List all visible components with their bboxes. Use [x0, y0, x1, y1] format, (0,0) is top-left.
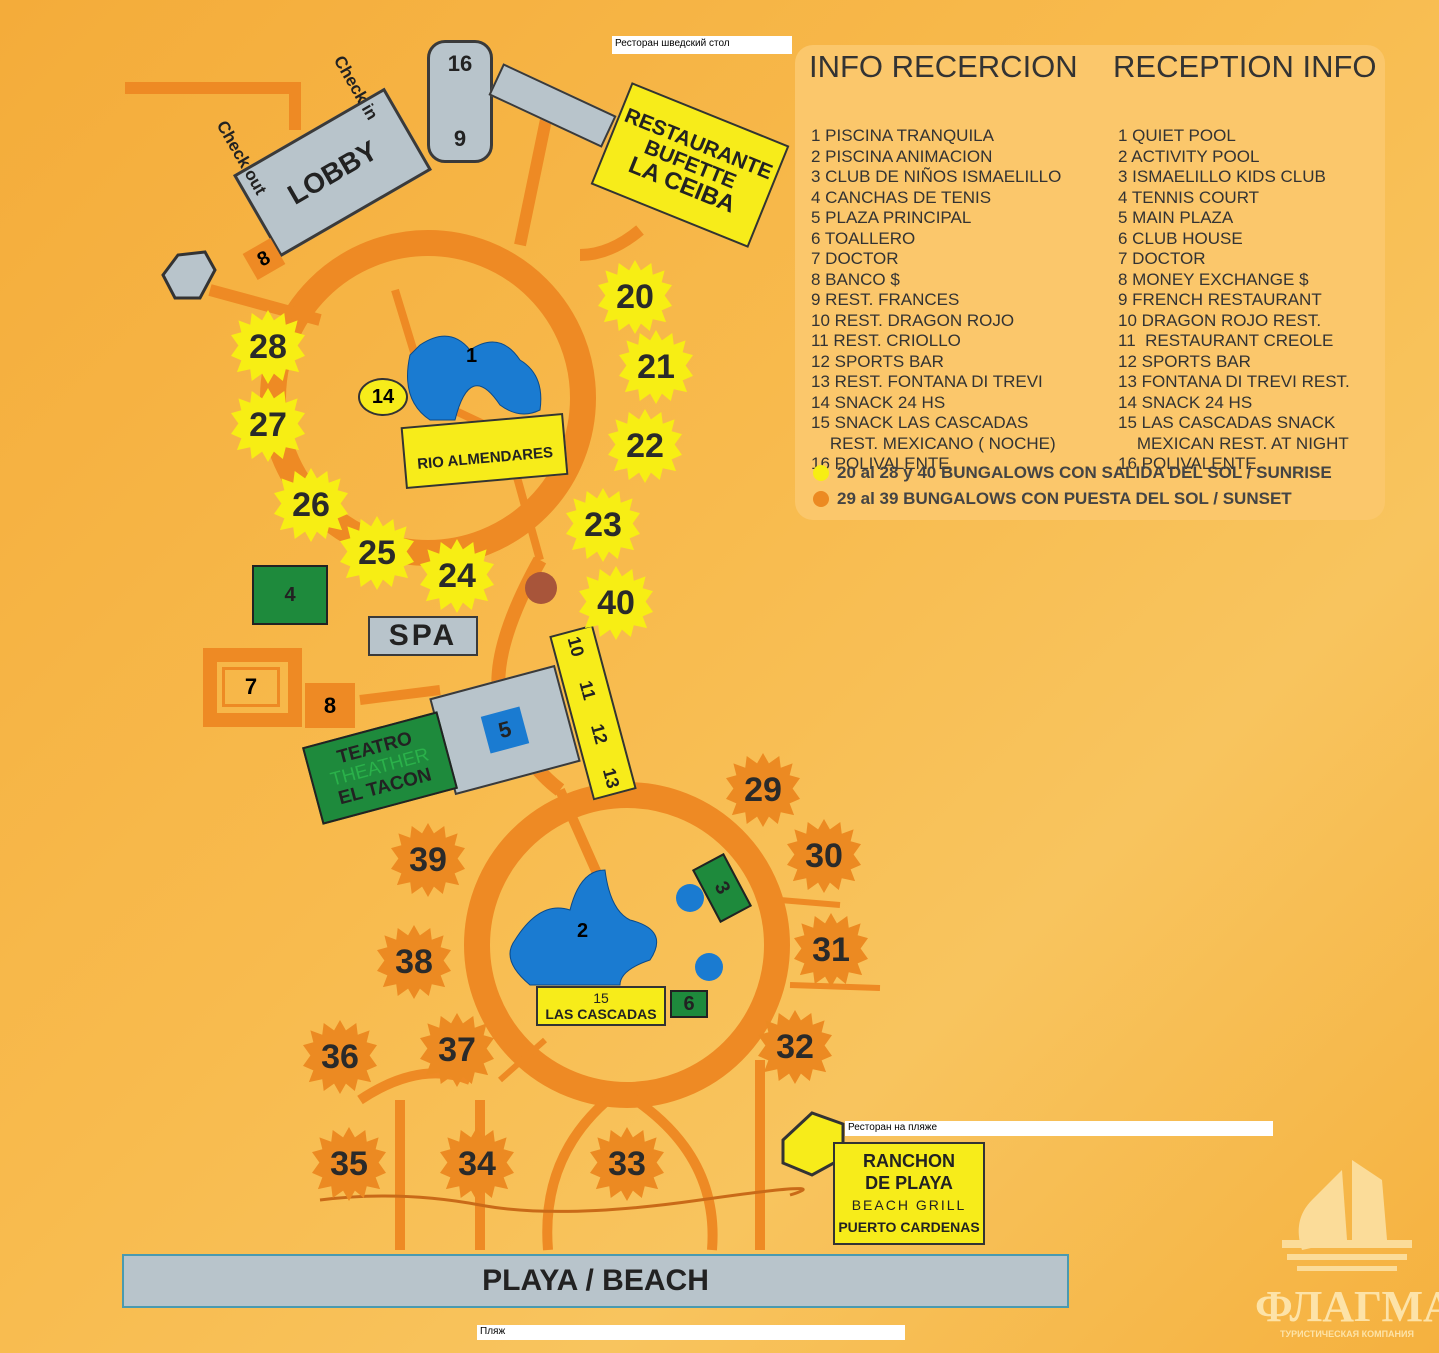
- bungalow-sunrise: 28: [231, 310, 305, 384]
- legend-title-es: INFO RECERCION: [809, 49, 1078, 84]
- legend-item: 14 SNACK 24 HS: [811, 392, 946, 412]
- legend-title-en: RECEPTION INFO: [1113, 49, 1377, 84]
- las-cascadas-snack: 15 LAS CASCADAS: [536, 986, 666, 1026]
- legend-item: 12 SPORTS BAR: [1118, 351, 1251, 371]
- restaurant-number: 11: [575, 678, 600, 703]
- bank-building: 8: [305, 683, 355, 728]
- ship-icon: [1282, 1160, 1412, 1271]
- legend-item: 2 ACTIVITY POOL: [1118, 146, 1260, 166]
- legend-sunrise-key: 20 al 28 y 40 BUNGALOWS CON SALIDA DEL S…: [813, 463, 1332, 483]
- legend-item: 3 ISMAELILLO KIDS CLUB: [1118, 167, 1326, 186]
- ranchon-line: DE PLAYA: [865, 1172, 953, 1193]
- doctor-number: 7: [244, 674, 258, 699]
- legend-item: 3 CLUB DE NIÑOS ISMAELILLO: [811, 167, 1062, 186]
- ranchon-line: PUERTO CARDENAS: [838, 1218, 980, 1235]
- tennis-courts: 4: [252, 565, 328, 625]
- legend-item: 11 REST. CRIOLLO: [811, 331, 961, 350]
- legend-item: 8 MONEY EXCHANGE $: [1118, 269, 1309, 289]
- legend-item: 7 DOCTOR: [811, 249, 899, 268]
- ranchon-line: RANCHON: [863, 1150, 955, 1171]
- kids-club-number: 3: [710, 877, 735, 898]
- legend-item: 15 LAS CASCADAS SNACK: [1118, 413, 1336, 432]
- restaurant-number: 10: [563, 634, 589, 659]
- kids-pool-2: [695, 953, 723, 981]
- annotation-beach: Пляж: [477, 1325, 905, 1340]
- snack-24-marker: 14: [358, 378, 408, 416]
- main-plaza-square: 5: [480, 706, 530, 754]
- cascadas-label: LAS CASCADAS: [545, 1006, 657, 1022]
- plaza-number: 5: [495, 715, 515, 744]
- activity-pool-number: 2: [577, 920, 589, 942]
- legend-item: 16 POLIVALENTE: [1118, 454, 1257, 473]
- legend-item: 6 TOALLERO: [811, 228, 916, 248]
- legend-item: 8 BANCO $: [811, 269, 900, 289]
- legend-item: 4 TENNIS COURT: [1118, 187, 1260, 207]
- legend-panel: INFO RECERCION RECEPTION INFO 1 PISCINA …: [795, 45, 1385, 520]
- sunrise-key-label: 20 al 28 y 40 BUNGALOWS CON SALIDA DEL S…: [837, 463, 1332, 482]
- beach-strip: PLAYA / BEACH: [122, 1254, 1069, 1308]
- legend-item: 12 SPORTS BAR: [811, 351, 944, 371]
- beach-label: PLAYA / BEACH: [482, 1264, 709, 1297]
- annotation-buffet: Ресторан шведский стол: [612, 36, 792, 54]
- legend-item: 13 FONTANA DI TREVI REST.: [1118, 372, 1350, 391]
- restaurant-number: 13: [598, 765, 624, 791]
- legend-item: 15 SNACK LAS CASCADAS: [811, 413, 1029, 432]
- lobby-label: LOBBY: [282, 134, 383, 210]
- legend-item: 9 FRENCH RESTAURANT: [1118, 290, 1322, 309]
- doctor-building: 7: [222, 667, 280, 707]
- polivalente-building: 16 9: [427, 40, 493, 163]
- sunrise-swatch: [813, 465, 829, 481]
- polivalente-number: 16: [447, 51, 473, 76]
- annotation-beach-restaurant: Ресторан на пляже: [845, 1121, 1273, 1136]
- legend-item: 10 DRAGON ROJO REST.: [1118, 310, 1322, 330]
- club-house-number: 6: [683, 992, 695, 1015]
- legend-item: 7 DOCTOR: [1118, 249, 1206, 268]
- french-restaurant-number: 9: [453, 126, 467, 151]
- legend-item: 4 CANCHAS DE TENIS: [811, 187, 992, 207]
- club-house: 6: [670, 990, 708, 1018]
- ranchon-de-playa: RANCHON DE PLAYA BEACH GRILL PUERTO CARD…: [833, 1142, 985, 1245]
- legend-item: 14 SNACK 24 HS: [1118, 392, 1253, 412]
- legend-item: 9 REST. FRANCES: [811, 290, 960, 309]
- spa-label: SPA: [388, 619, 458, 652]
- quiet-pool: [407, 335, 542, 421]
- quiet-pool-number: 1: [466, 345, 478, 367]
- spa-building: SPA: [368, 616, 478, 656]
- logo-subtitle: ТУРИСТИЧЕСКАЯ КОМПАНИЯ: [1280, 1329, 1414, 1339]
- legend-item: 5 PLAZA PRINCIPAL: [811, 208, 972, 227]
- sunset-key-label: 29 al 39 BUNGALOWS CON PUESTA DEL SOL / …: [837, 489, 1292, 508]
- kids-pool: [676, 884, 704, 912]
- legend-item: 6 CLUB HOUSE: [1118, 228, 1243, 248]
- legend-item: 1 QUIET POOL: [1118, 126, 1236, 145]
- junction-marker: [525, 572, 557, 604]
- legend-item: MEXICAN REST. AT NIGHT: [1118, 433, 1349, 453]
- legend-item: 13 REST. FONTANA DI TREVI: [811, 372, 1043, 391]
- restaurant-number: 12: [587, 721, 612, 747]
- flagman-logo: ФЛАГМАН ТУРИСТИЧЕСКАЯ КОМПАНИЯ: [1255, 1150, 1439, 1353]
- activity-pool: [509, 869, 658, 986]
- sunset-swatch: [813, 491, 829, 507]
- cascadas-number: 15: [593, 990, 609, 1006]
- legend-item: REST. MEXICANO ( NOCHE): [811, 433, 1056, 453]
- legend-item: 5 MAIN PLAZA: [1118, 208, 1234, 227]
- legend-item: 2 PISCINA ANIMACION: [811, 146, 993, 166]
- logo-name: ФЛАГМАН: [1255, 1282, 1439, 1331]
- rio-label: RIO ALMENDARES: [416, 443, 554, 473]
- legend-sunset-key: 29 al 39 BUNGALOWS CON PUESTA DEL SOL / …: [813, 489, 1292, 509]
- tennis-number: 4: [284, 583, 296, 606]
- legend-item: 11 RESTAURANT CREOLE: [1118, 331, 1334, 350]
- ranchon-line: BEACH GRILL: [851, 1196, 967, 1213]
- legend-item: 1 PISCINA TRANQUILA: [811, 126, 994, 145]
- legend-item: 10 REST. DRAGON ROJO: [811, 310, 1015, 330]
